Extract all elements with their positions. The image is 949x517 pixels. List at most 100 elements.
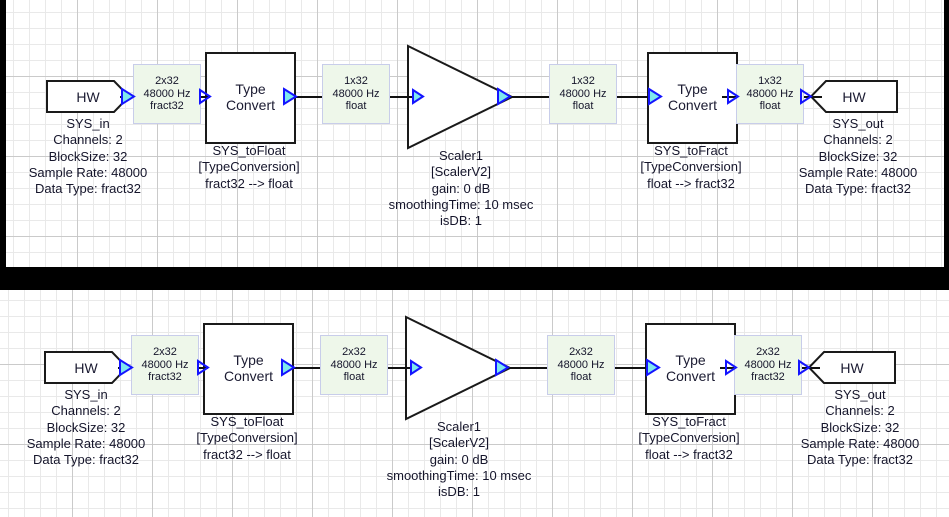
port-arrow-sys-out-input[interactable]	[798, 359, 811, 376]
tofloat-conversion: fract32 --> float	[205, 175, 293, 191]
tofloat-label-line2: Convert	[223, 368, 274, 384]
signal-dims: 1x32	[571, 74, 595, 87]
sys-out-name: SYS_out	[834, 387, 886, 402]
tofract-conversion: float --> fract32	[647, 175, 735, 191]
signal-rate: 48000 Hz	[559, 87, 607, 100]
port-arrow-tofloat-output[interactable]	[283, 87, 298, 106]
sys-in-datatype: Data Type: fract32	[33, 452, 139, 467]
tofract-name: SYS_toFract	[654, 143, 728, 158]
grid-background	[0, 0, 949, 267]
sys-tofloat-block[interactable]: Type Convert	[203, 323, 294, 415]
sys-tofract-caption: SYS_toFract [TypeConversion] float --> f…	[617, 143, 765, 192]
tofloat-label-line1: Type	[233, 352, 264, 369]
signal-type: float	[570, 371, 592, 384]
signal-dims: 1x32	[758, 74, 782, 87]
signal-label-float-2[interactable]: 1x32 48000 Hz float	[549, 64, 617, 124]
scaler-name: Scaler1	[436, 419, 482, 434]
port-arrow-scaler-output[interactable]	[497, 87, 512, 106]
tofract-kind: [TypeConversion]	[638, 430, 740, 446]
sys-out-datatype: Data Type: fract32	[807, 452, 913, 467]
signal-label-out-fract[interactable]: 2x32 48000 Hz fract32	[734, 335, 802, 395]
signal-dims: 2x32	[153, 345, 177, 358]
scaler-caption: Scaler1 [ScalerV2] gain: 0 dB smoothingT…	[348, 419, 570, 500]
port-arrow-tofract-input[interactable]	[648, 87, 663, 106]
port-arrow-tofloat-input[interactable]	[199, 88, 212, 105]
sys-in-channels: Channels: 2	[51, 403, 121, 419]
sys-in-channels: Channels: 2	[53, 132, 123, 148]
sys-out-hw-block[interactable]: HW	[807, 351, 896, 384]
grid-background	[0, 290, 949, 517]
panel-separator-band	[0, 267, 949, 290]
tofloat-kind: [TypeConversion]	[196, 430, 298, 446]
sys-tofract-caption: SYS_toFract [TypeConversion] float --> f…	[615, 414, 763, 463]
sys-out-hw-label: HW	[842, 88, 866, 105]
tofract-label-line2: Convert	[665, 368, 716, 384]
signal-label-out-float[interactable]: 1x32 48000 Hz float	[736, 64, 804, 124]
sys-in-name: SYS_in	[66, 116, 110, 131]
sys-in-samplerate: Sample Rate: 48000	[26, 435, 146, 451]
sys-out-channels: Channels: 2	[825, 403, 895, 419]
signal-rate: 48000 Hz	[141, 358, 189, 371]
top-signal-flow-diagram: HW SYS_in Channels: 2 BlockSize: 32 Samp…	[0, 44, 918, 228]
sys-in-name: SYS_in	[64, 387, 108, 402]
sys-out-blocksize: BlockSize: 32	[818, 148, 898, 164]
sys-in-blocksize: BlockSize: 32	[46, 419, 126, 435]
tofract-name: SYS_toFract	[652, 414, 726, 429]
sys-tofloat-caption: SYS_toFloat [TypeConversion] fract32 -->…	[173, 414, 321, 463]
sys-out-name: SYS_out	[832, 116, 884, 131]
signal-rate: 48000 Hz	[330, 358, 378, 371]
port-arrow-sys-in-output[interactable]	[121, 87, 136, 106]
scaler-kind: [ScalerV2]	[429, 435, 489, 451]
signal-label-in-fract[interactable]: 2x32 48000 Hz fract32	[133, 64, 201, 124]
scaler-smoothingtime: smoothingTime: 10 msec	[386, 467, 532, 483]
signal-rate: 48000 Hz	[557, 358, 605, 371]
port-arrow-scaler-output[interactable]	[495, 358, 510, 377]
sys-out-samplerate: Sample Rate: 48000	[800, 435, 920, 451]
port-arrow-scaler-input[interactable]	[412, 88, 425, 105]
signal-dims: 2x32	[756, 345, 780, 358]
tofloat-label-line2: Convert	[225, 97, 276, 113]
signal-label-float-1[interactable]: 1x32 48000 Hz float	[322, 64, 390, 124]
port-arrow-tofloat-output[interactable]	[281, 358, 296, 377]
signal-dims: 2x32	[342, 345, 366, 358]
signal-label-float-1[interactable]: 2x32 48000 Hz float	[320, 335, 388, 395]
port-arrow-sys-out-input[interactable]	[800, 88, 813, 105]
sys-in-hw-block[interactable]: HW	[44, 351, 129, 384]
port-arrow-tofract-input[interactable]	[646, 358, 661, 377]
signal-label-in-fract[interactable]: 2x32 48000 Hz fract32	[131, 335, 199, 395]
sys-out-hw-label: HW	[840, 359, 864, 376]
sys-in-hw-block[interactable]: HW	[46, 80, 131, 113]
sys-in-caption: SYS_in Channels: 2 BlockSize: 32 Sample …	[0, 116, 176, 197]
port-arrow-tofract-output[interactable]	[727, 88, 740, 105]
sys-tofract-block[interactable]: Type Convert	[647, 52, 738, 144]
signal-type: float	[572, 100, 594, 113]
signal-type: fract32	[148, 371, 182, 384]
tofract-label-line1: Type	[677, 81, 708, 98]
scaler-kind: [ScalerV2]	[431, 164, 491, 180]
port-arrow-sys-in-output[interactable]	[119, 358, 134, 377]
signal-rate: 48000 Hz	[746, 87, 794, 100]
scaler-name: Scaler1	[438, 148, 484, 163]
port-arrow-scaler-input[interactable]	[410, 359, 423, 376]
signal-type: float	[759, 100, 781, 113]
tofract-kind: [TypeConversion]	[640, 159, 742, 175]
hw-out-shape	[807, 351, 896, 384]
sys-out-hw-block[interactable]: HW	[809, 80, 898, 113]
port-arrow-tofract-output[interactable]	[725, 359, 738, 376]
sys-tofloat-block[interactable]: Type Convert	[205, 52, 296, 144]
tofloat-name: SYS_toFloat	[212, 143, 286, 158]
sys-out-samplerate: Sample Rate: 48000	[798, 164, 918, 180]
hw-out-shape	[809, 80, 898, 113]
sys-tofract-block[interactable]: Type Convert	[645, 323, 736, 415]
sys-tofloat-caption: SYS_toFloat [TypeConversion] fract32 -->…	[175, 143, 323, 192]
tofloat-conversion: fract32 --> float	[203, 446, 291, 462]
sys-in-samplerate: Sample Rate: 48000	[28, 164, 148, 180]
sys-out-blocksize: BlockSize: 32	[820, 419, 900, 435]
signal-label-float-2[interactable]: 2x32 48000 Hz float	[547, 335, 615, 395]
port-arrow-tofloat-input[interactable]	[197, 359, 210, 376]
signal-type: fract32	[751, 371, 785, 384]
tofloat-kind: [TypeConversion]	[198, 159, 300, 175]
sys-out-caption: SYS_out Channels: 2 BlockSize: 32 Sample…	[772, 387, 948, 468]
sys-in-hw-label: HW	[74, 359, 98, 376]
sys-in-caption: SYS_in Channels: 2 BlockSize: 32 Sample …	[0, 387, 174, 468]
